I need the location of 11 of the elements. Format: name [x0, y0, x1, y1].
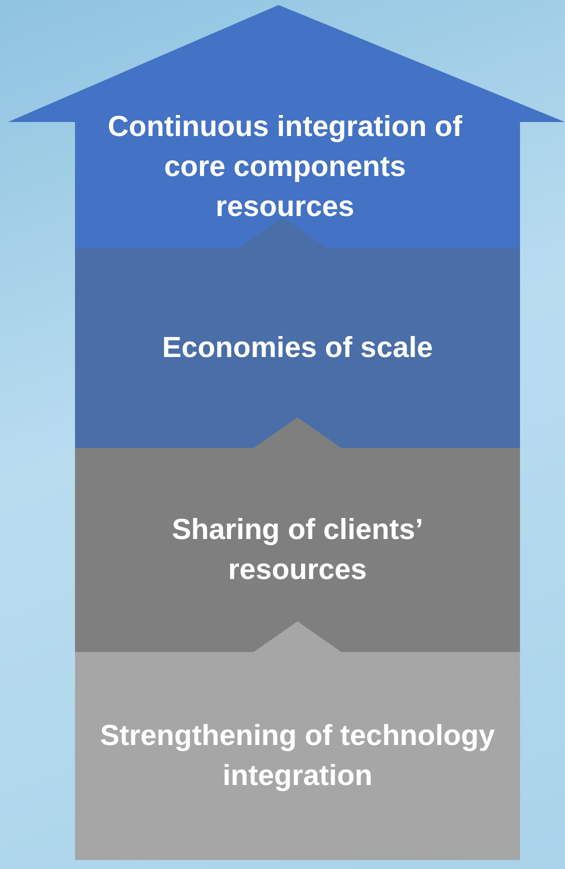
stage-block — [75, 652, 520, 860]
stage-label: Sharing of clients’ resources — [170, 513, 424, 588]
chevron-arrow — [252, 621, 342, 652]
stage-block — [75, 448, 520, 652]
chevron-arrow — [238, 217, 328, 248]
stage-label: Strengthening of technology integration — [99, 719, 496, 794]
arrow-shape — [8, 5, 565, 248]
stage-label: Economies of scale — [162, 331, 433, 366]
chevron-arrow — [252, 417, 342, 448]
stage-block — [75, 248, 520, 448]
stage-label: Continuous integration of core components resources — [106, 110, 464, 225]
